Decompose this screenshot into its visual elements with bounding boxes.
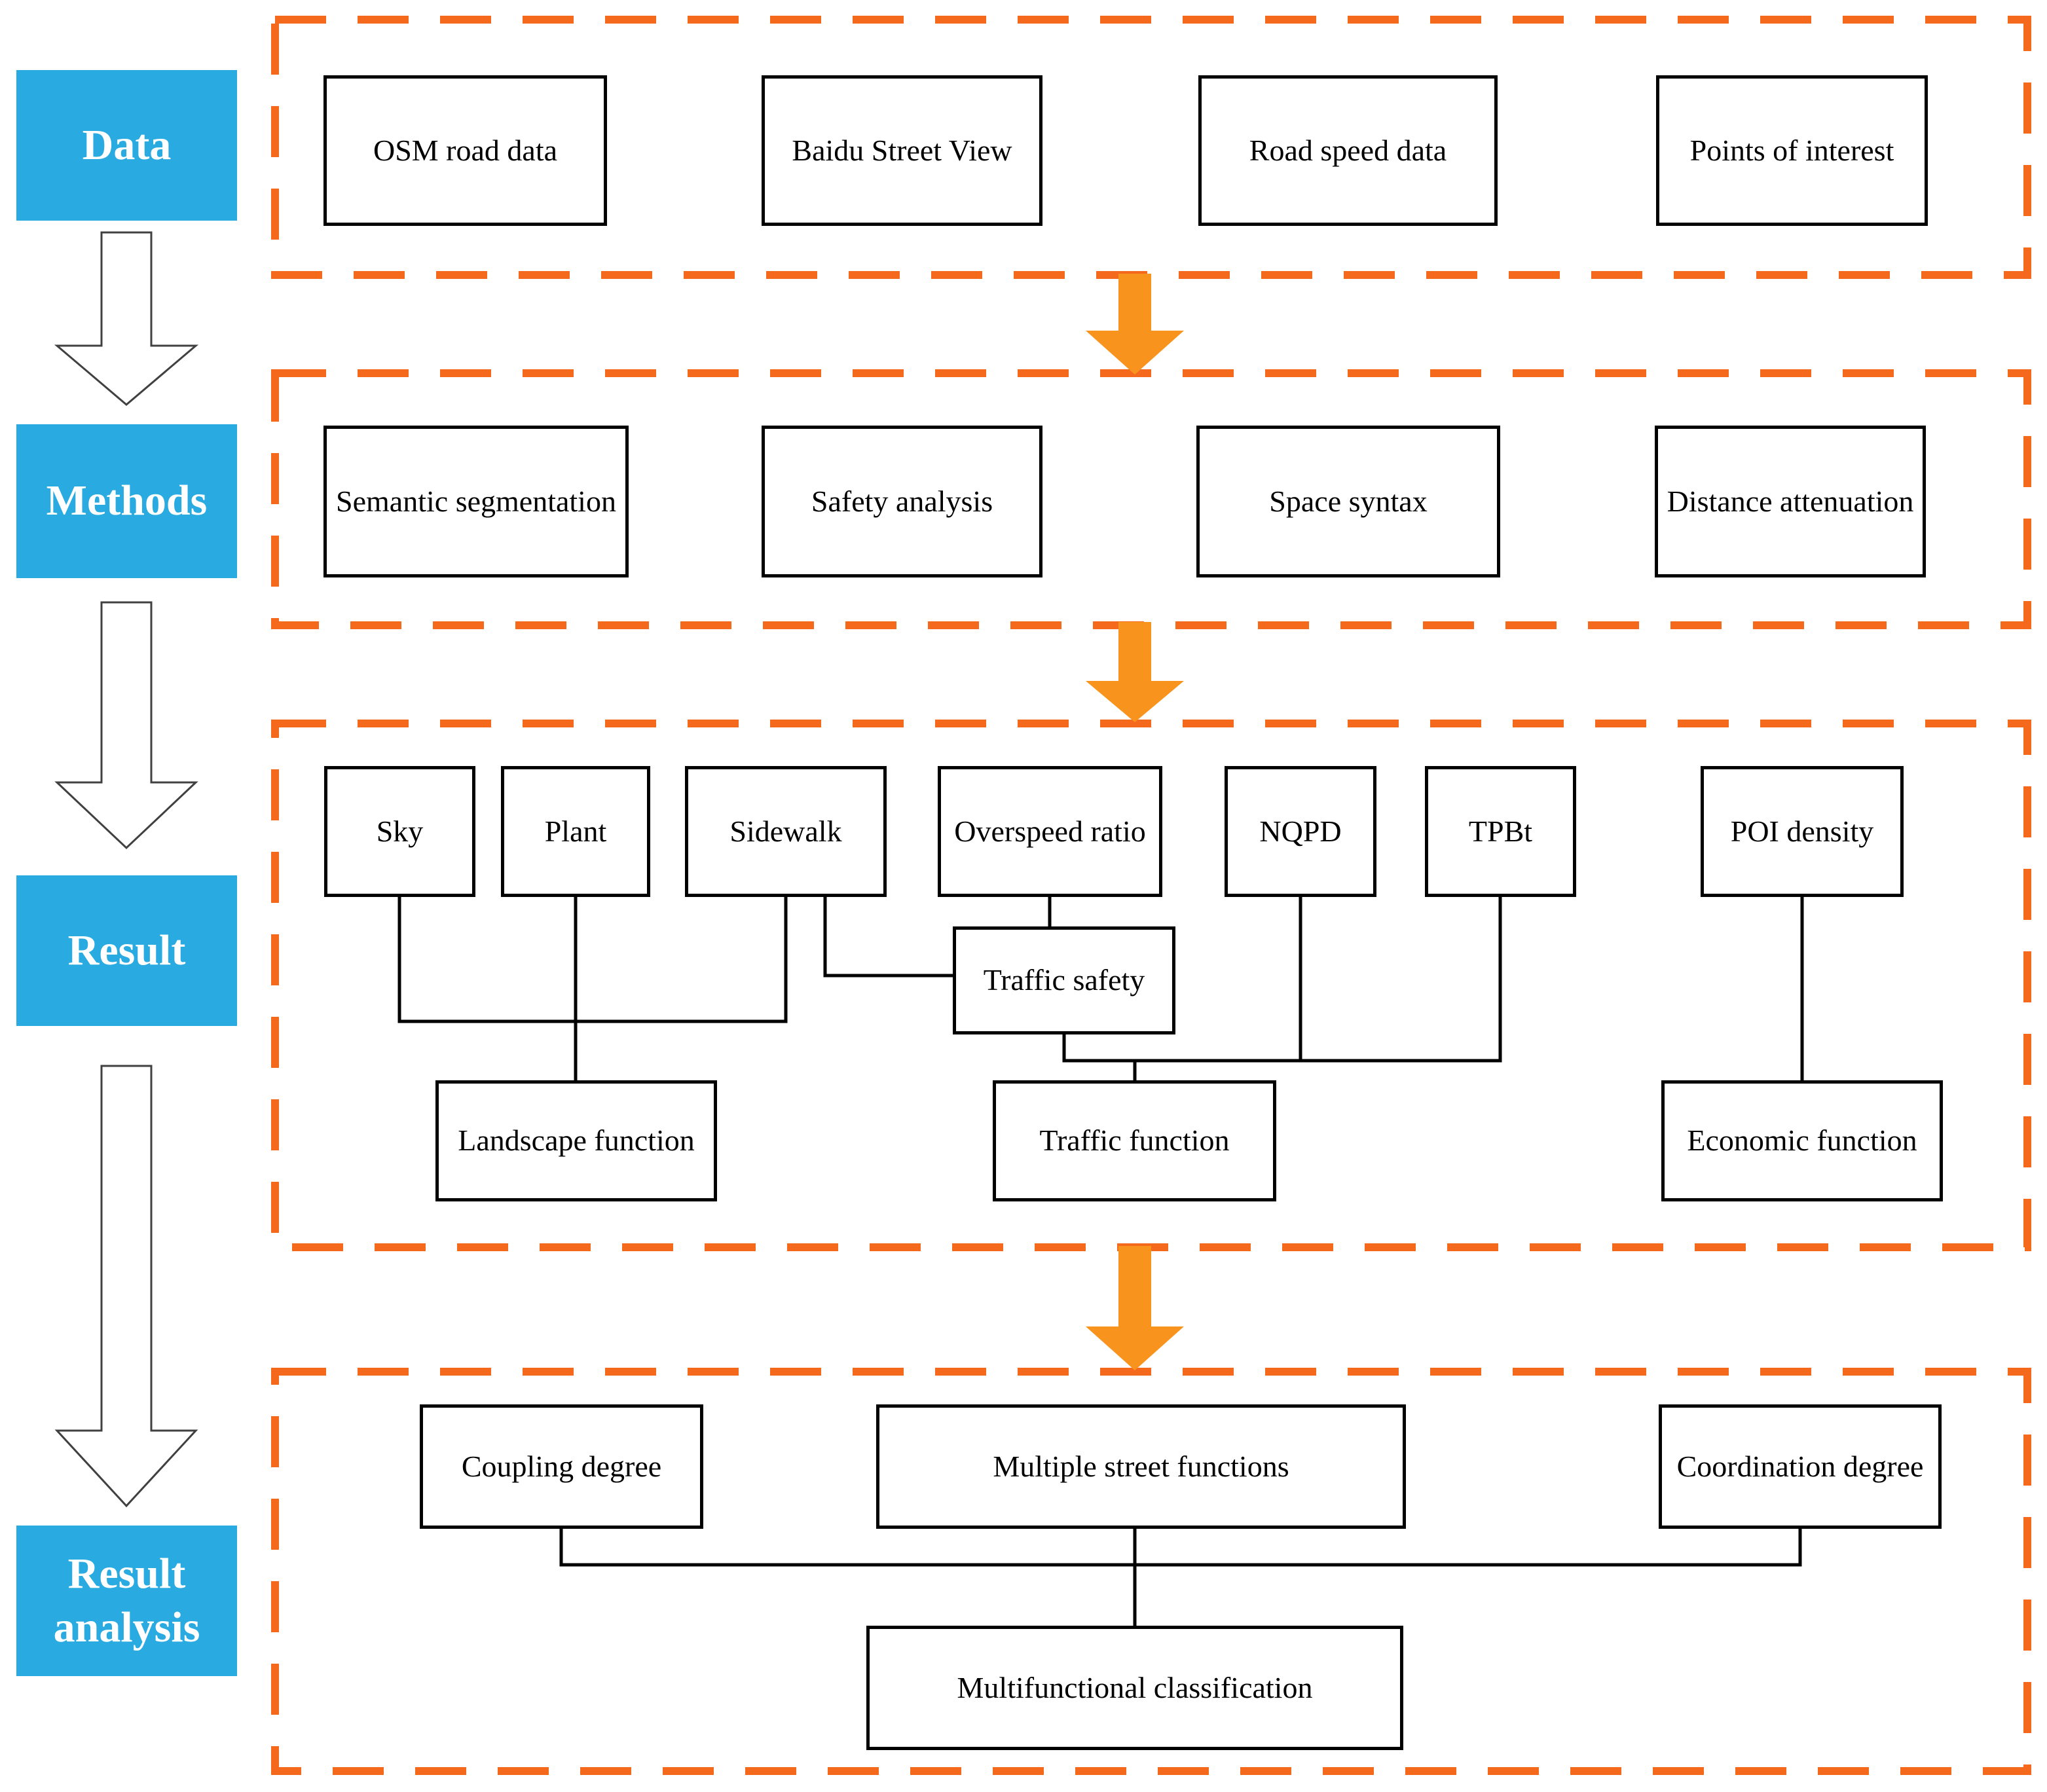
box-tpbt: TPBt (1425, 766, 1576, 897)
box-landscape-function: Landscape function (435, 1080, 717, 1201)
connector-coupling-coordination (559, 1529, 1802, 1567)
white-down-arrow-methods-result (54, 601, 198, 850)
connector-sidewalk-traffic-safety (823, 897, 953, 978)
white-down-arrow-result-analysis (54, 1065, 198, 1508)
box-points-of-interest: Points of interest (1656, 75, 1928, 226)
stage-label-result: Result (16, 875, 237, 1026)
connector-trafficsafety-nqpd-tpbt (1062, 897, 1502, 1063)
box-baidu-street-view: Baidu Street View (762, 75, 1042, 226)
orange-down-arrow-result-analysis (1086, 1246, 1184, 1370)
box-multifunctional-classification: Multifunctional classification (866, 1626, 1403, 1750)
box-sidewalk: Sidewalk (685, 766, 887, 897)
orange-down-arrow-methods-result (1086, 622, 1184, 722)
box-space-syntax: Space syntax (1196, 426, 1500, 577)
box-multiple-street-functions: Multiple street functions (876, 1404, 1406, 1529)
white-down-arrow-data-methods (54, 231, 199, 406)
box-coordination-degree: Coordination degree (1659, 1404, 1942, 1529)
box-road-speed-data: Road speed data (1198, 75, 1498, 226)
box-osm-road-data: OSM road data (323, 75, 607, 226)
methods-container-border (271, 369, 2031, 629)
box-safety-analysis: Safety analysis (762, 426, 1042, 577)
box-sky: Sky (324, 766, 475, 897)
stage-label-methods: Methods (16, 424, 237, 578)
orange-down-arrow-data-methods (1086, 274, 1184, 375)
stage-label-data: Data (16, 70, 237, 221)
box-poi-density: POI density (1701, 766, 1904, 897)
stage-label-result-analysis: Result analysis (16, 1526, 237, 1676)
connector-sky-plant-sidewalk (397, 897, 788, 1023)
box-plant: Plant (501, 766, 650, 897)
box-overspeed-ratio: Overspeed ratio (938, 766, 1162, 897)
box-coupling-degree: Coupling degree (420, 1404, 703, 1529)
box-nqpd: NQPD (1225, 766, 1376, 897)
data-container-border (271, 16, 2031, 279)
box-traffic-safety: Traffic safety (953, 926, 1175, 1034)
box-traffic-function: Traffic function (993, 1080, 1276, 1201)
box-distance-attenuation: Distance attenuation (1655, 426, 1926, 577)
box-semantic-segmentation: Semantic segmentation (323, 426, 629, 577)
box-economic-function: Economic function (1661, 1080, 1943, 1201)
result-analysis-container-border (271, 1368, 2031, 1775)
